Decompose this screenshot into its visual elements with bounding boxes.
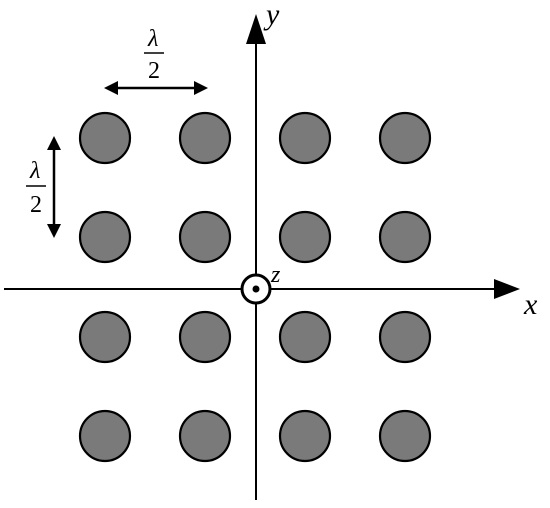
horizontal-spacing-denominator: 2 (148, 58, 160, 84)
horizontal-spacing-numerator: λ (147, 26, 158, 52)
z-axis-label: z (270, 262, 281, 288)
vertical-spacing-dimension: λ 2 (26, 136, 61, 238)
array-element-r1-c4 (378, 111, 432, 165)
array-element-r4-c2 (178, 409, 232, 463)
array-element-r3-c1 (78, 310, 132, 364)
array-element-r3-c2 (178, 310, 232, 364)
x-axis-arrowhead (494, 279, 520, 299)
array-element-r4-c4 (378, 409, 432, 463)
array-element-r3-c4 (378, 310, 432, 364)
y-axis-label: y (263, 0, 280, 31)
array-element-r3-c3 (278, 310, 332, 364)
vertical-spacing-denominator: 2 (30, 192, 42, 218)
array-elements (78, 111, 432, 463)
array-element-r1-c3 (278, 111, 332, 165)
array-element-r4-c3 (278, 409, 332, 463)
array-element-r1-c2 (178, 111, 232, 165)
x-axis-label: x (523, 288, 538, 321)
array-element-r2-c2 (178, 210, 232, 264)
array-element-r4-c1 (78, 409, 132, 463)
array-element-r1-c1 (78, 111, 132, 165)
vertical-spacing-numerator: λ (29, 158, 40, 184)
array-element-r2-c4 (378, 210, 432, 264)
horizontal-spacing-dimension: λ 2 (104, 26, 208, 95)
array-element-r2-c3 (278, 210, 332, 264)
array-element-r2-c1 (78, 210, 132, 264)
y-axis-arrowhead (246, 14, 266, 44)
z-axis-dot (252, 285, 260, 293)
